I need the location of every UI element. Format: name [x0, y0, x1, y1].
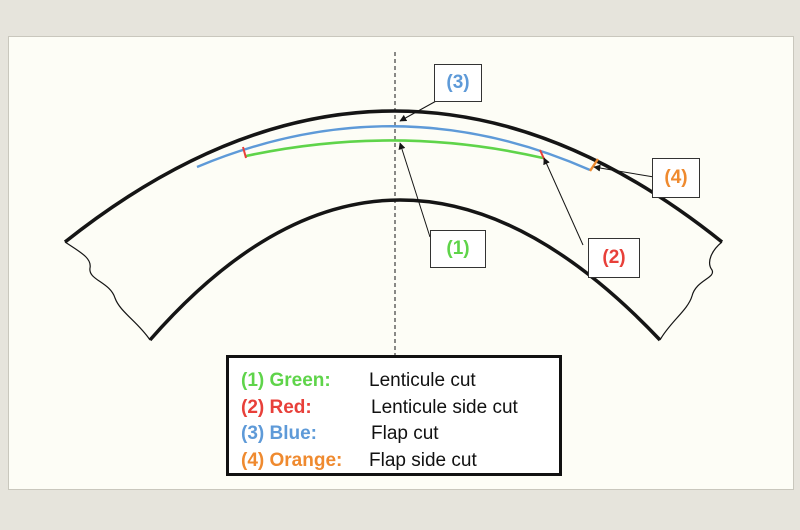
flap-cut-line — [196, 125, 591, 172]
legend-item-orange: (4) Orange: Flap side cut — [241, 448, 559, 475]
legend-key-green: (1) Green: — [241, 370, 331, 391]
legend-desc-blue: Flap cut — [371, 423, 439, 444]
callout-blue-3: (3) — [434, 64, 482, 102]
cornea-inner-surface — [148, 198, 662, 342]
leader-line-4 — [593, 164, 661, 179]
legend-desc-green: Lenticule cut — [369, 370, 476, 391]
legend-desc-orange: Flap side cut — [369, 449, 477, 471]
legend-key-orange: (4) Orange: — [241, 449, 343, 471]
lenticule-side-cut-left — [242, 146, 247, 159]
legend-box: (1) Green: Lenticule cut (2) Red: Lenticul… — [226, 355, 562, 476]
legend-desc-red: Lenticule side cut — [371, 396, 518, 418]
leader-line-1 — [398, 142, 431, 238]
cornea-outer-surface — [63, 109, 724, 244]
legend-item-blue: (3) Blue: Flap cut — [241, 421, 559, 448]
lenticule-cut-line — [245, 139, 544, 160]
leader-line-3 — [399, 99, 439, 122]
leader-line-2 — [543, 157, 584, 246]
legend-item-red: (2) Red: Lenticule side cut — [241, 395, 559, 422]
legend-key-blue: (3) Blue: — [241, 423, 317, 444]
callout-red-2: (2) — [588, 238, 640, 278]
legend-item-green: (1) Green: Lenticule cut — [241, 368, 559, 395]
legend-key-red: (2) Red: — [241, 396, 312, 418]
cornea-left-edge — [64, 241, 151, 341]
cornea-right-edge — [659, 241, 723, 341]
callout-orange-4: (4) — [652, 158, 700, 198]
callout-green-1: (1) — [430, 230, 486, 268]
